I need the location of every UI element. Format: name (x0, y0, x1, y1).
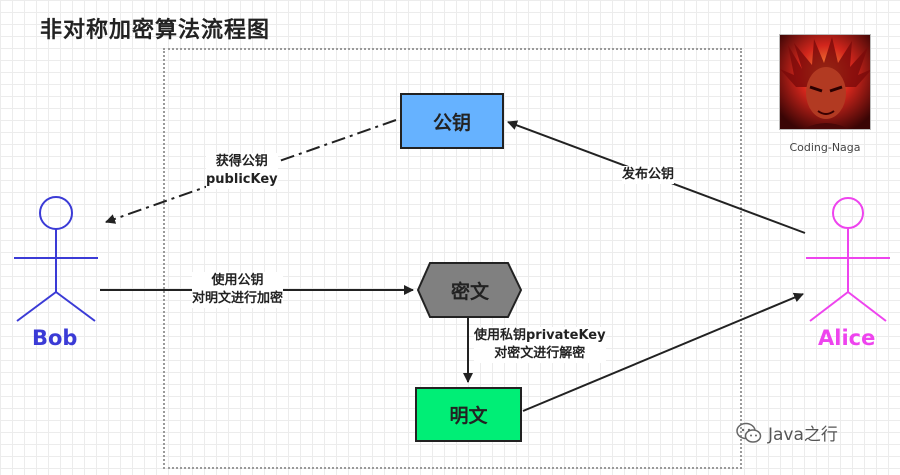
plaintext-node: 明文 (415, 387, 522, 442)
edge-label-line: 使用公钥 (211, 273, 264, 288)
avatar-artwork (780, 35, 870, 129)
public-key-node: 公钥 (400, 93, 504, 149)
edge-label-line: 获得公钥 (215, 154, 268, 169)
bob-actor-icon (14, 196, 98, 322)
process-boundary-box (163, 48, 742, 469)
edge-label-encrypt: 使用公钥 对明文进行加密 (192, 272, 284, 308)
ciphertext-node: 密文 (450, 280, 489, 303)
ciphertext-node-shape (416, 262, 523, 318)
edge-label-line: 对明文进行加密 (192, 291, 284, 306)
watermark: Java之行 (736, 420, 838, 445)
bob-label: Bob (32, 326, 78, 350)
author-avatar (779, 34, 871, 130)
watermark-text: Java之行 (768, 425, 838, 445)
edge-label-decrypt: 使用私钥privateKey 对密文进行解密 (474, 327, 606, 363)
edge-get-public-key (105, 119, 397, 224)
edge-label-publish-public-key: 发布公钥 (622, 166, 675, 184)
alice-actor-icon (806, 197, 890, 322)
edge-label-get-public-key: 获得公钥 publicKey (206, 153, 278, 189)
edge-label-line: 使用私钥privateKey (474, 328, 606, 343)
edge-label-line: 对密文进行解密 (494, 346, 586, 361)
alice-label: Alice (818, 326, 876, 350)
wechat-icon (736, 422, 762, 443)
edge-label-line: publicKey (206, 172, 278, 187)
edge-plaintext-to-alice (522, 292, 804, 412)
avatar-caption: Coding-Naga (789, 141, 861, 154)
diagram-title: 非对称加密算法流程图 (40, 18, 271, 43)
